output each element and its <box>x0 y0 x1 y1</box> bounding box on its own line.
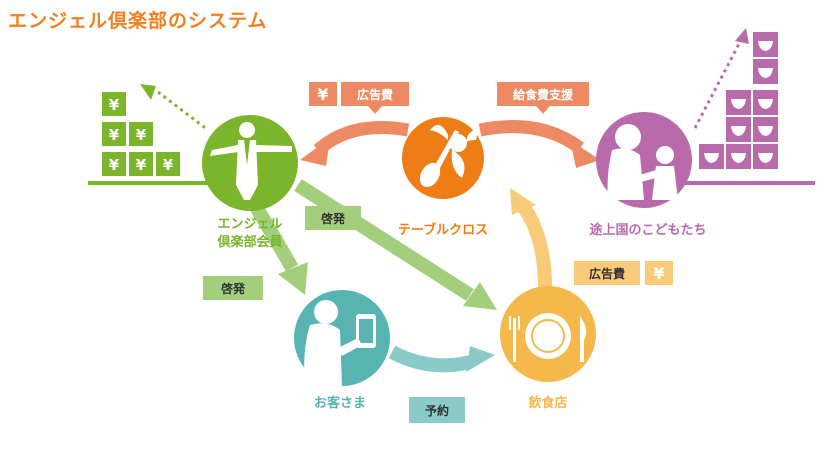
restaurant-label: 飲食店 <box>527 395 567 411</box>
yen-symbol-text: ¥ <box>109 156 120 174</box>
arrow-member-to-restaurant <box>294 179 497 310</box>
page-title: エンジェル倶楽部のシステム <box>8 10 268 32</box>
yen-coin-icon: ¥ <box>653 264 664 283</box>
arrow-member-to-customer <box>248 201 308 295</box>
bowl-shape <box>704 153 719 163</box>
bowl-shape <box>758 126 773 136</box>
children-bowl-stack <box>660 28 815 185</box>
bowl-shape <box>758 68 773 78</box>
tag-ad-fee-top: ¥ 広告費 <box>309 82 409 114</box>
awareness-1-text: 啓発 <box>321 211 346 226</box>
plate-fork-knife-icon <box>509 313 587 362</box>
arrow-restaurant-to-tablecross <box>510 188 552 289</box>
awareness-2-text: 啓発 <box>221 281 246 296</box>
dotted-up-arrow-icon <box>735 28 749 44</box>
meal-support-text: 給食費支援 <box>513 87 574 102</box>
yen-symbol-text: ¥ <box>109 126 120 144</box>
node-tablecross <box>402 117 484 199</box>
yen-symbol-text: ¥ <box>136 126 147 144</box>
arrow-meal-support-to-children <box>478 120 600 168</box>
yen-symbol-text: ¥ <box>163 156 174 174</box>
bowl-shape <box>758 153 773 163</box>
angel-spoon-icon <box>419 125 477 188</box>
bowl-shape <box>731 153 746 163</box>
tag-ad-fee-right: 広告費 ¥ <box>574 261 673 285</box>
arrow-customer-to-restaurant <box>388 345 495 373</box>
reservation-text: 予約 <box>425 403 449 418</box>
bowl-shape <box>758 41 773 51</box>
yen-coin-icon <box>129 122 153 146</box>
node-restaurant <box>500 286 596 382</box>
yen-coin-icon <box>102 152 126 176</box>
member-yen-stack: ¥ ¥ ¥ ¥ ¥ ¥ <box>88 84 218 185</box>
bowl-shape <box>731 99 746 109</box>
node-children <box>596 112 692 208</box>
yen-symbol-text: ¥ <box>136 156 147 174</box>
yen-coin-icon <box>156 152 180 176</box>
yen-coin-icon <box>129 152 153 176</box>
node-member <box>202 115 298 211</box>
mother-child-icon <box>607 124 678 200</box>
member-label-line2: 倶楽部会員 <box>216 234 282 250</box>
bowl-shape <box>731 126 746 136</box>
ad-fee-right-text: 広告費 <box>589 266 625 281</box>
customer-label: お客さま <box>314 395 366 411</box>
tag-awareness-1: 啓発 <box>305 206 361 230</box>
businessman-icon <box>210 122 292 200</box>
arrow-ad-fee-to-member <box>300 121 410 166</box>
yen-coin-icon <box>102 122 126 146</box>
smartphone-person-icon <box>304 300 376 386</box>
yen-coin-icon: ¥ <box>317 85 328 104</box>
tablecross-label: テーブルクロス <box>398 222 488 238</box>
node-customer <box>294 290 390 386</box>
tag-meal-support: 給食費支援 <box>497 82 589 114</box>
yen-symbol-text: ¥ <box>109 96 120 114</box>
tag-awareness-2: 啓発 <box>203 276 263 300</box>
member-label-line1: エンジェル <box>217 217 282 232</box>
dotted-up-arrow-icon <box>140 84 156 100</box>
yen-coin-icon <box>102 92 126 116</box>
bowl-shape <box>758 99 773 109</box>
children-label: 途上国のこどもたち <box>589 222 706 238</box>
tag-reservation: 予約 <box>409 397 465 423</box>
ad-fee-top-text: 広告費 <box>357 87 393 102</box>
